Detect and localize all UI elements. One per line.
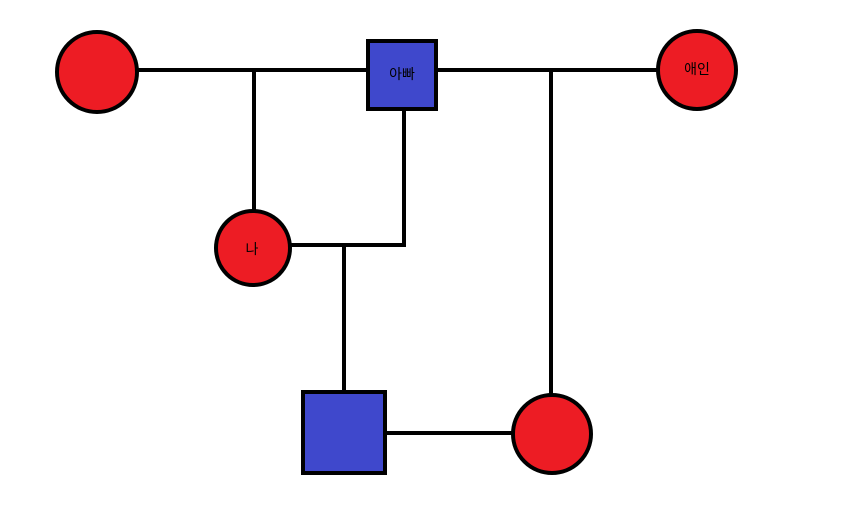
node-label-lover: 애인	[684, 62, 710, 78]
female-node-bottom	[511, 393, 593, 475]
male-node-dad: 아빠	[366, 39, 438, 111]
female-circle-shape	[656, 29, 738, 111]
female-circle-shape	[214, 209, 292, 287]
female-node-top-left	[55, 30, 139, 114]
female-circle-shape	[511, 393, 593, 475]
male-square-shape	[366, 39, 438, 111]
female-circle-shape	[55, 30, 139, 114]
male-node-bottom	[301, 390, 387, 475]
female-node-me: 나	[214, 209, 292, 287]
node-label-dad: 아빠	[389, 67, 415, 83]
male-square-shape	[301, 390, 387, 475]
node-label-me: 나	[246, 242, 259, 258]
female-node-lover: 애인	[656, 29, 738, 111]
